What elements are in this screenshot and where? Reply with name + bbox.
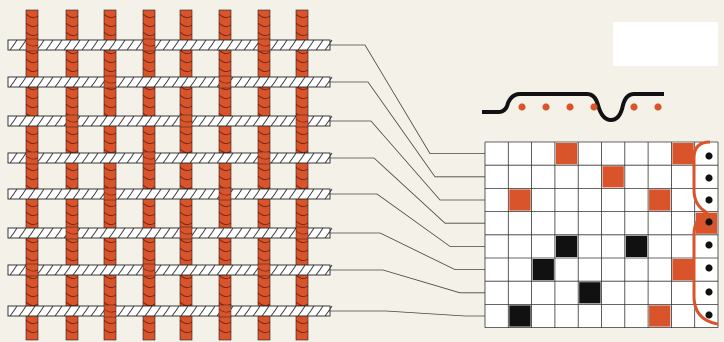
warp-profile-dot xyxy=(566,103,573,110)
weft-profile-dot xyxy=(705,311,712,318)
grid-cell-black xyxy=(579,282,600,303)
weft-thread xyxy=(8,264,332,276)
grid-cell-orange xyxy=(649,305,670,326)
grid-cell-black xyxy=(626,236,647,257)
grid-cell-black xyxy=(509,305,530,326)
weft-thread xyxy=(8,152,332,164)
warp-profile-dot xyxy=(542,103,549,110)
leader-lines xyxy=(330,45,485,316)
grid-cell-black xyxy=(556,236,577,257)
warp-profile-dot xyxy=(518,103,525,110)
warp-thread xyxy=(296,10,308,340)
weft-thread xyxy=(8,76,332,88)
weft-profile-dot xyxy=(705,264,712,271)
warp-profile-dot xyxy=(654,103,661,110)
weft-thread xyxy=(8,39,332,51)
warp-thread xyxy=(104,10,116,340)
weft-threads xyxy=(8,39,332,317)
warp-profile-dot xyxy=(590,103,597,110)
weft-profile-dot xyxy=(705,288,712,295)
warp-profile-dot xyxy=(630,103,637,110)
grid-cell-orange xyxy=(556,143,577,164)
weft-profile-dot xyxy=(705,174,712,181)
grid-cell-orange xyxy=(672,143,693,164)
warp-thread xyxy=(143,10,155,340)
grid-cell-black xyxy=(533,259,554,280)
weave-pattern-grid xyxy=(485,142,718,328)
weft-profile-dot xyxy=(705,196,712,203)
warp-profile xyxy=(482,94,664,120)
leader-line xyxy=(330,233,485,270)
warp-threads xyxy=(26,10,308,340)
grid-cell-orange xyxy=(509,189,530,210)
leader-line xyxy=(330,121,485,200)
warp-thread xyxy=(219,10,231,340)
weft-profile-dot xyxy=(705,152,712,159)
grid-cell-orange xyxy=(649,189,670,210)
weft-thread xyxy=(8,305,332,317)
warp-thread xyxy=(26,10,38,340)
leader-line xyxy=(330,158,485,223)
warp-thread xyxy=(180,10,192,340)
warp-thread xyxy=(258,10,270,340)
weft-profile-dot xyxy=(705,241,712,248)
grid-cell-orange xyxy=(672,259,693,280)
weft-thread xyxy=(8,227,332,239)
weft-thread xyxy=(8,188,332,200)
leader-line xyxy=(330,311,485,316)
weft-profile-dot xyxy=(705,218,712,225)
grid-cell-orange xyxy=(603,166,624,187)
weft-thread xyxy=(8,115,332,127)
leader-line xyxy=(330,270,485,293)
warp-thread xyxy=(66,10,78,340)
leader-line xyxy=(330,194,485,246)
